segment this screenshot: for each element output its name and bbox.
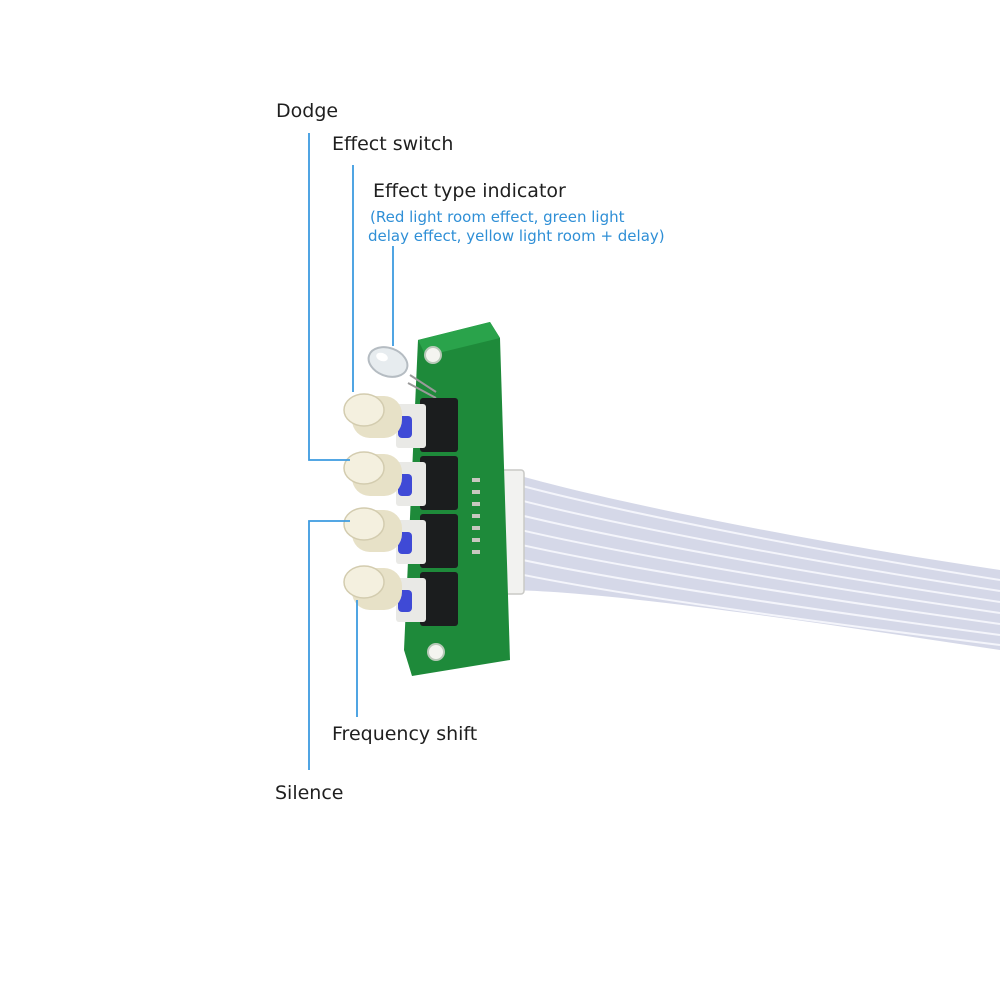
indicator-note-line1: (Red light room effect, green light [370, 208, 625, 226]
button-cap-dodge [343, 451, 402, 496]
label-dodge: Dodge [276, 100, 339, 122]
leader-line-dodge [308, 133, 350, 461]
label-effect-type-indicator: Effect type indicator [373, 180, 566, 202]
led-indicator [367, 346, 437, 399]
label-frequency-shift: Frequency shift [332, 723, 478, 745]
switch-housings [420, 398, 458, 626]
button-cap-silence [343, 507, 402, 552]
leader-line-silence [308, 520, 350, 770]
button-cap-effect-switch [343, 393, 402, 438]
label-silence: Silence [275, 782, 344, 804]
ribbon-cable [499, 470, 1000, 650]
button-cap-frequency-shift [343, 565, 402, 610]
indicator-note-line2: delay effect, yellow light room + delay) [368, 227, 665, 245]
label-effect-switch: Effect switch [332, 133, 454, 155]
